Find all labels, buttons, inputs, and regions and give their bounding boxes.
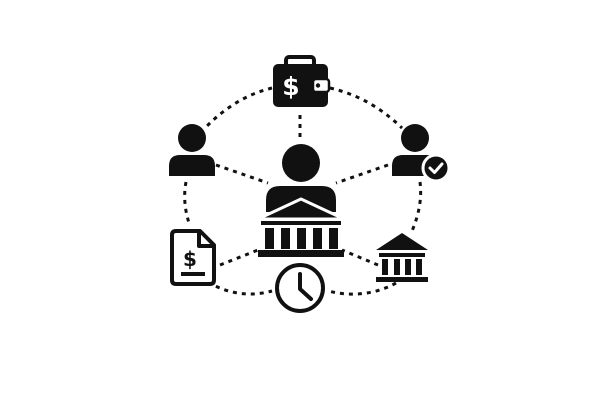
- person-bank-icon: [256, 144, 346, 257]
- connector-invoice-central: [219, 248, 259, 267]
- connectors: [183, 86, 423, 296]
- connector-invoice-clock: [207, 280, 273, 296]
- connector-bank-central: [341, 248, 379, 267]
- svg-text:$: $: [183, 247, 197, 271]
- bank-icon: [376, 233, 428, 282]
- wallet-dollar-icon: $: [273, 55, 331, 107]
- connector-person-verified-bank: [410, 181, 423, 232]
- connector-person-left-invoice: [183, 181, 192, 227]
- svg-text:$: $: [282, 72, 299, 101]
- connector-bank-clock: [327, 281, 397, 296]
- connector-wallet-person-left: [203, 86, 273, 130]
- connector-person-verified-central: [335, 163, 389, 185]
- connector-wallet-person-verified: [329, 86, 404, 130]
- person-icon: [169, 124, 215, 176]
- connector-person-left-central: [215, 163, 269, 185]
- document-dollar-icon: $: [170, 229, 216, 286]
- person-check-icon: [392, 124, 451, 183]
- clock-icon: [275, 263, 325, 313]
